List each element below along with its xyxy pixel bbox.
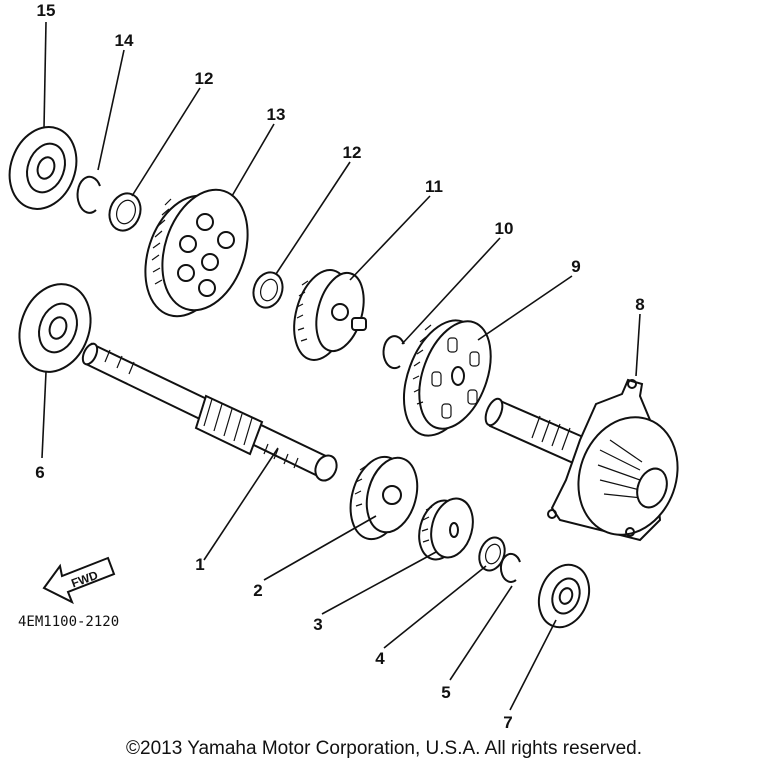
- part-1-main-shaft: [81, 342, 338, 482]
- part-4-washer: [478, 536, 506, 572]
- callout-13: 13: [267, 105, 286, 124]
- callout-12-lower: 12: [343, 143, 362, 162]
- callout-1: 1: [195, 555, 204, 574]
- part-6-bearing: [18, 283, 92, 373]
- part-3-gear: [418, 497, 474, 561]
- callout-9: 9: [571, 257, 580, 276]
- callout-11: 11: [425, 177, 443, 196]
- callout-14: 14: [115, 31, 134, 50]
- callout-12-upper: 12: [195, 69, 214, 88]
- leader-lines: [41, 21, 641, 711]
- part-7-bearing: [537, 563, 591, 629]
- callout-8: 8: [635, 295, 644, 314]
- callout-labels: 15 14 12 13 12 11 10 9 8 6 1 2 3 4 5 7: [35, 1, 644, 732]
- part-12-washer-upper: [108, 192, 142, 232]
- part-11-gear: [293, 269, 367, 361]
- callout-4: 4: [375, 649, 385, 668]
- callout-7: 7: [503, 713, 512, 732]
- part-9-gear: [403, 319, 492, 437]
- part-13-gear: [144, 188, 249, 318]
- part-8-drive-shaft: [484, 378, 679, 542]
- callout-10: 10: [495, 219, 514, 238]
- callout-2: 2: [253, 581, 262, 600]
- part-2-gear: [349, 455, 419, 541]
- part-5-circlip: [499, 552, 521, 583]
- callout-15: 15: [37, 1, 56, 20]
- part-15-bearing: [8, 126, 78, 210]
- part-14-circlip: [76, 175, 101, 214]
- drawing-code: 4EM1100-2120: [18, 614, 119, 630]
- copyright-notice: ©2013 Yamaha Motor Corporation, U.S.A. A…: [126, 738, 642, 759]
- callout-3: 3: [313, 615, 322, 634]
- fwd-direction-arrow: FWD: [42, 556, 116, 605]
- part-12-washer-lower: [252, 271, 284, 309]
- callout-6: 6: [35, 463, 44, 482]
- part-10-circlip: [382, 335, 405, 370]
- callout-5: 5: [441, 683, 450, 702]
